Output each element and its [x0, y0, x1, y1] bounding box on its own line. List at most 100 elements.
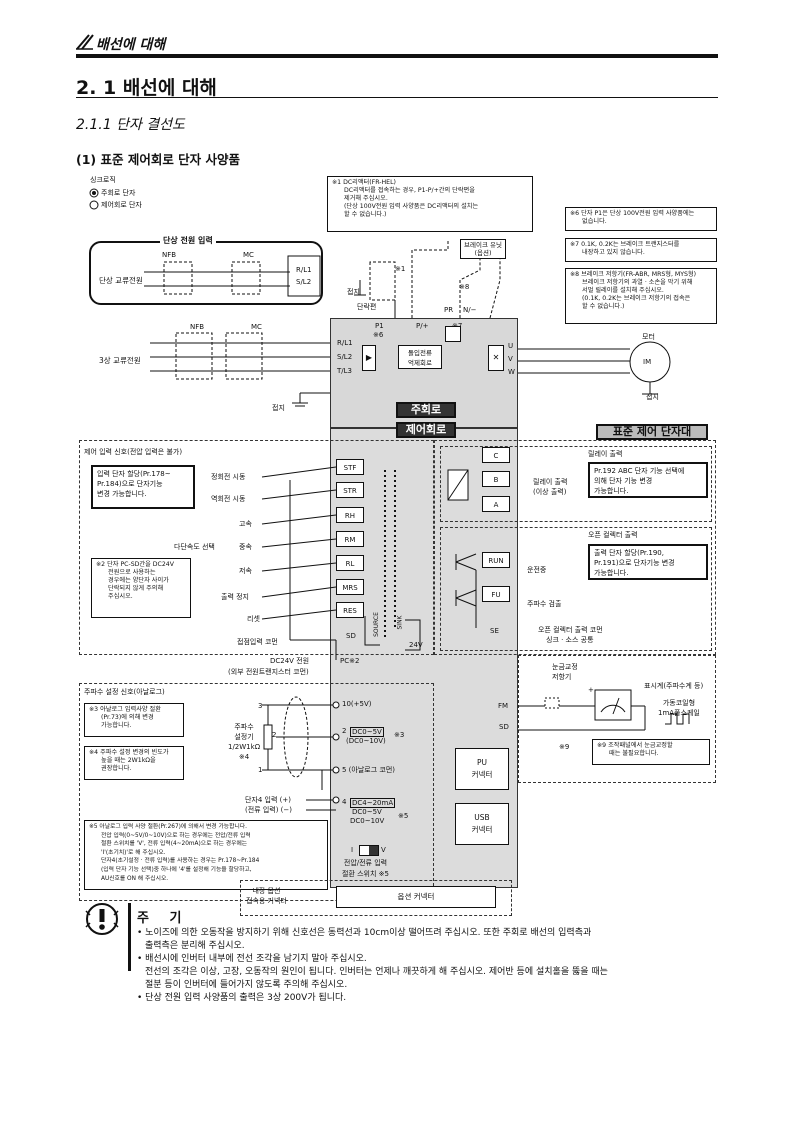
builtin-option-region [240, 880, 512, 916]
pot-pin2: 2 [272, 731, 277, 739]
im-label: IM [643, 358, 652, 366]
rl1-label: R/L1 [337, 339, 353, 347]
common-label: 접점입력 코먼 [237, 638, 278, 646]
note-8-box: ※8 브레이크 저항기(FR-ABR, MRS형, MYS형)브레이크 저항기의… [565, 268, 717, 324]
rl1-single: R/L1 [296, 266, 312, 274]
t4-label: 4 [342, 798, 347, 806]
mc-label-2: MC [251, 323, 262, 331]
nfb-label-2: NFB [190, 323, 205, 331]
std-terminal-label: 표준 제어 단자대 [596, 424, 708, 440]
control-input-region [79, 440, 434, 655]
opencol-region [440, 527, 712, 651]
pr-label: PR [444, 306, 454, 314]
terminal-rm: RM [336, 531, 364, 547]
voltage-current-switch [359, 845, 379, 856]
main-circuit-label: 주회로 [396, 402, 456, 418]
t2-range-b: (DC0~10V) [346, 737, 386, 745]
rev-label: 역회전 시동 [211, 495, 246, 503]
terminal-mrs: MRS [336, 579, 364, 595]
reset-label: 리셋 [247, 615, 260, 623]
t10-label: 10(+5V) [342, 700, 372, 708]
terminal-str: STR [336, 482, 364, 498]
meter-icon [518, 689, 690, 731]
multi-label: 다단속도 선택 [174, 543, 215, 551]
legend-circle-icons [89, 188, 99, 210]
note6-mark: ※6 [373, 331, 384, 339]
t2-note3: ※3 [394, 731, 405, 739]
p1-label: P1 [375, 322, 384, 330]
note1-mark: ※1 [395, 265, 406, 273]
terminal-res: RES [336, 602, 364, 618]
freq-title: 주파수 설정 신호(아날로그) [84, 688, 165, 696]
dc24-label: DC24V 전원 [270, 657, 310, 665]
v-label: V [508, 355, 513, 363]
rectifier-icon: ▶ [362, 345, 376, 371]
caution-icon [85, 903, 119, 935]
terminal-b: B [482, 471, 510, 487]
t4-current-label: (전류 입력) (−) [245, 806, 292, 814]
legend-control-terminal: 제어회로 단자 [101, 201, 142, 209]
terminal-pc: PC※2 [340, 657, 360, 665]
terminal-run: RUN [482, 552, 510, 568]
opencol-title: 오픈 컬렉터 출력 [588, 531, 638, 539]
transistor-icons [455, 553, 477, 628]
t4-range-c: DC0~10V [350, 817, 385, 825]
brake-transistor-icon [445, 326, 461, 342]
single-phase-title: 단상 전원 입력 [160, 236, 216, 245]
relay-label: 릴레이 출력(이상 출력) [533, 478, 568, 496]
switch-v-label: V [381, 846, 386, 854]
control-input-title: 제어 입력 신호(전압 입력은 불가) [84, 448, 183, 456]
section-rule [76, 97, 718, 98]
relay-coil-icon [447, 469, 469, 501]
terminal-sd: SD [346, 632, 356, 640]
pot-pin1: 1 [258, 766, 263, 774]
running-label: 운전중 [527, 566, 547, 574]
short-bar-label: 단락편 [357, 303, 377, 311]
output-region [434, 440, 716, 655]
meter-note9: ※9 [559, 743, 570, 751]
control-circuit-label: 제어회로 [396, 422, 456, 438]
tl3-label: T/L3 [337, 367, 352, 375]
mid-label: 중속 [239, 543, 252, 551]
t4-range-a: DC4~20mA [350, 798, 396, 808]
t2-range-a: DC0~5V [350, 727, 384, 737]
sl2-label: S/L2 [337, 353, 353, 361]
caution-notes: 주 기 • 노이즈에 의한 오동작을 방지하기 위해 신호선은 동력선과 10c… [137, 912, 717, 1005]
terminal-stf: STF [336, 459, 364, 475]
t4-note5: ※5 [398, 812, 409, 820]
freq-region [79, 683, 434, 901]
meter-plus: + [588, 686, 594, 694]
w-label: W [508, 368, 515, 376]
ground-label-2: 접지 [347, 288, 360, 296]
sl2-single: S/L2 [296, 278, 312, 286]
terminal-fu: FU [482, 586, 510, 602]
dc24-sub-label: (외부 전원트랜지스터 코먼) [228, 668, 309, 676]
nminus-top-label: N/− [463, 306, 477, 314]
section-title: 2. 1 배선에 대해 [76, 77, 217, 99]
header-rule [76, 54, 718, 58]
terminal-a: A [482, 496, 510, 512]
relay-title: 릴레이 출력 [588, 450, 623, 458]
v24-label: 24V [409, 641, 423, 649]
subsection-title: 2.1.1 단자 결선도 [76, 117, 185, 133]
fm-label: FM [498, 702, 509, 710]
ground-label-3: 접지 [646, 393, 659, 401]
mc-label-1: MC [243, 251, 254, 259]
meter-region [518, 655, 716, 783]
